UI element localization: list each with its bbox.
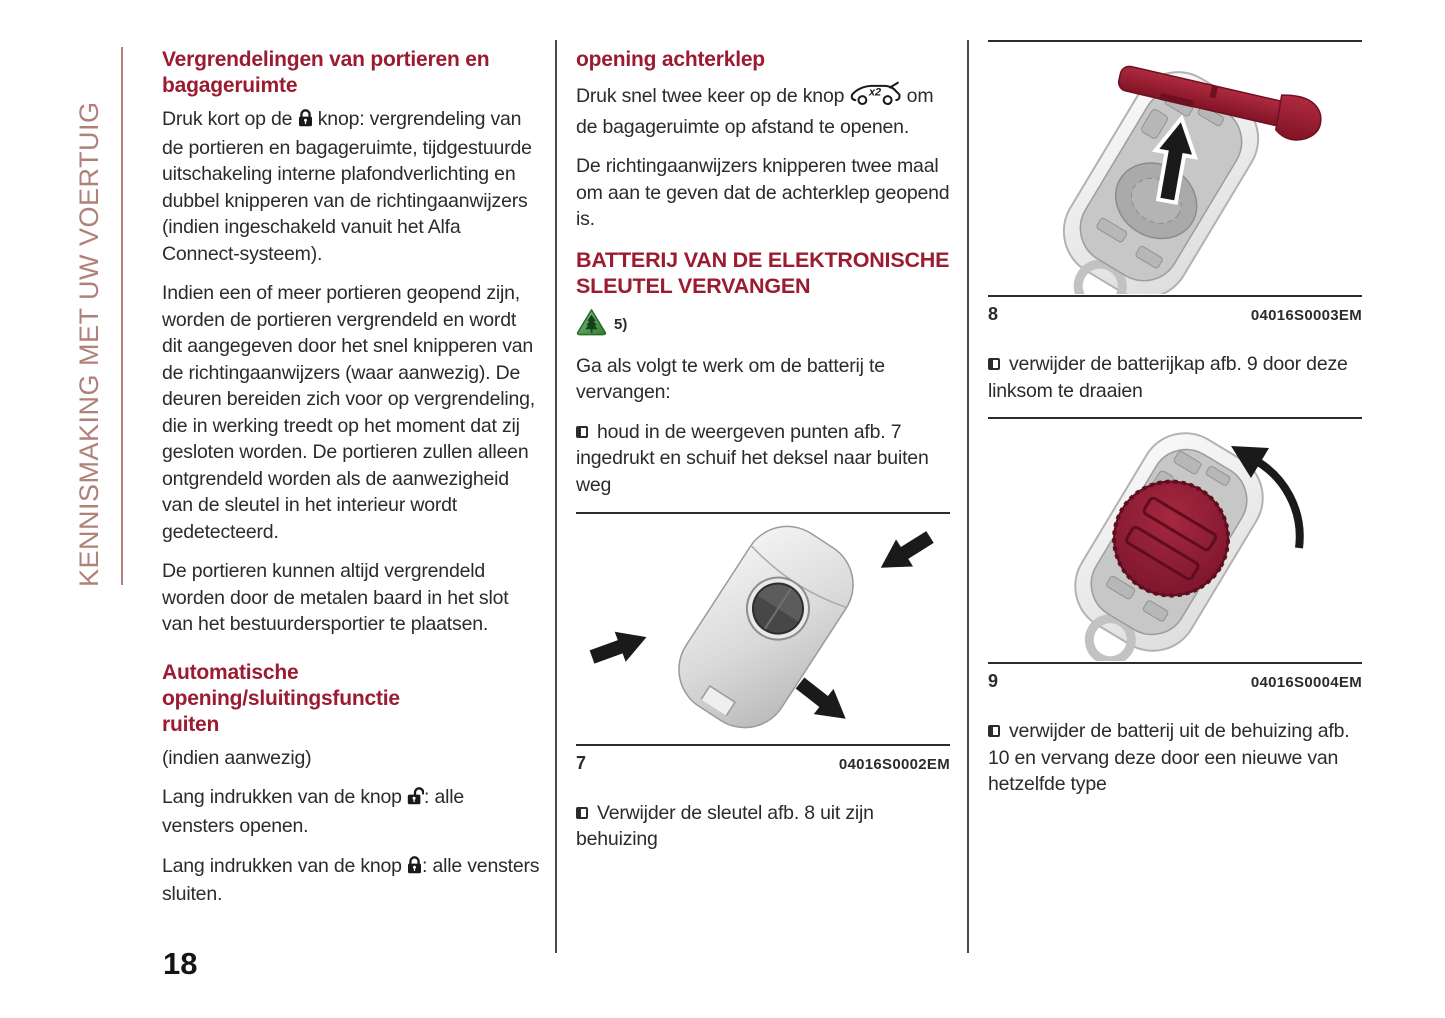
figure-8: 8 04016S0003EM <box>988 40 1362 325</box>
section-heading-door-locks: Vergrendelingen van portieren en bagager… <box>162 48 490 98</box>
figure-caption: 9 04016S0004EM <box>988 664 1362 692</box>
red-key-blade <box>1117 65 1322 141</box>
column-divider <box>967 40 969 953</box>
paragraph: Druk kort op de knop: vergrendeling van … <box>162 108 532 265</box>
square-bullet-icon <box>576 806 588 819</box>
figure-caption: 8 04016S0003EM <box>988 297 1362 325</box>
figure-8-art-key-blade-removal <box>988 42 1362 295</box>
figure-top-rule <box>576 511 950 514</box>
bullet-item: verwijder de batterijkap afb. 9 door dez… <box>988 353 1348 402</box>
arrow-remove-key <box>1151 114 1199 205</box>
paragraph: De portieren kunnen altijd vergrendeld w… <box>162 560 509 636</box>
figure-9: 9 04016S0004EM <box>988 417 1362 692</box>
paragraph: Ga als volgt te werk om de batterij te v… <box>576 354 885 404</box>
figure-code: 04016S0003EM <box>1250 307 1362 324</box>
arrow-slide-cover <box>795 676 846 719</box>
column-3: 8 04016S0003EM verwijder de batterijkap … <box>988 40 1362 811</box>
arrow-rotate-ccw <box>1231 446 1304 549</box>
square-bullet-icon <box>988 358 1000 370</box>
bullet-item: houd in de weergeven punten afb. 7 inged… <box>576 420 929 496</box>
figure-bottom-rule <box>988 295 1362 297</box>
note-number: 5) <box>614 315 628 333</box>
paragraph: Indien een of meer portieren geopend zij… <box>162 282 535 543</box>
figure-7: 7 04016S0002EM <box>576 511 950 774</box>
figure-7-art-key-fob-front <box>576 514 950 744</box>
bullet-item: verwijder de batterij uit de behuizing a… <box>988 720 1350 796</box>
figure-number: 9 <box>988 671 999 692</box>
paragraph: Lang indrukken van de knop : alle venste… <box>162 786 465 837</box>
square-bullet-icon <box>576 425 588 438</box>
section-heading-tailgate: opening achterklep <box>576 48 765 71</box>
trunk-release-x2-icon: x2 <box>849 80 902 114</box>
square-bullet-icon <box>988 725 1000 738</box>
paragraph: Lang indrukken van de knop : alle venste… <box>162 854 540 906</box>
lock-closed-icon <box>407 855 422 882</box>
arrow-press-left <box>589 631 647 664</box>
figure-top-rule <box>988 40 1362 42</box>
paragraph: (indien aanwezig) <box>162 746 312 769</box>
section-heading-battery-replace: BATTERIJ VAN DE ELEKTRONISCHE SLEUTEL VE… <box>576 247 950 299</box>
figure-number: 8 <box>988 304 999 324</box>
figure-bottom-rule <box>988 662 1362 665</box>
column-2: opening achterklep Druk snel twee keer o… <box>576 47 950 866</box>
lock-open-icon <box>407 786 425 813</box>
arrow-press-top <box>880 530 934 568</box>
figure-9-art-battery-cap <box>988 419 1362 662</box>
paragraph: De richtingaanwijzers knipperen twee maa… <box>576 155 950 231</box>
bullet-item: Verwijder de sleutel afb. 8 uit zijn beh… <box>576 801 874 851</box>
lock-closed-icon <box>298 108 313 135</box>
figure-top-rule <box>988 417 1362 420</box>
svg-text:x2: x2 <box>868 86 882 98</box>
column-1: Vergrendelingen van portieren en bagager… <box>162 47 540 921</box>
figure-bottom-rule <box>576 743 950 746</box>
page-number: 18 <box>163 946 198 981</box>
figure-code: 04016S0004EM <box>1250 674 1362 692</box>
sidebar-rule <box>121 47 123 585</box>
column-divider <box>555 40 557 953</box>
section-heading-window-auto: Automatische opening/sluitingsfunctie ru… <box>162 660 400 736</box>
figure-number: 7 <box>576 752 587 773</box>
figure-caption: 7 04016S0002EM <box>576 746 950 774</box>
environment-note-icon <box>576 308 607 341</box>
chapter-sidebar-title: KENNISMAKING MET UW VOERTUIG <box>74 101 104 587</box>
figure-code: 04016S0002EM <box>838 755 950 773</box>
eco-note-row: 5) <box>576 308 950 341</box>
paragraph: Druk snel twee keer op de knop x2 om de … <box>576 80 950 140</box>
